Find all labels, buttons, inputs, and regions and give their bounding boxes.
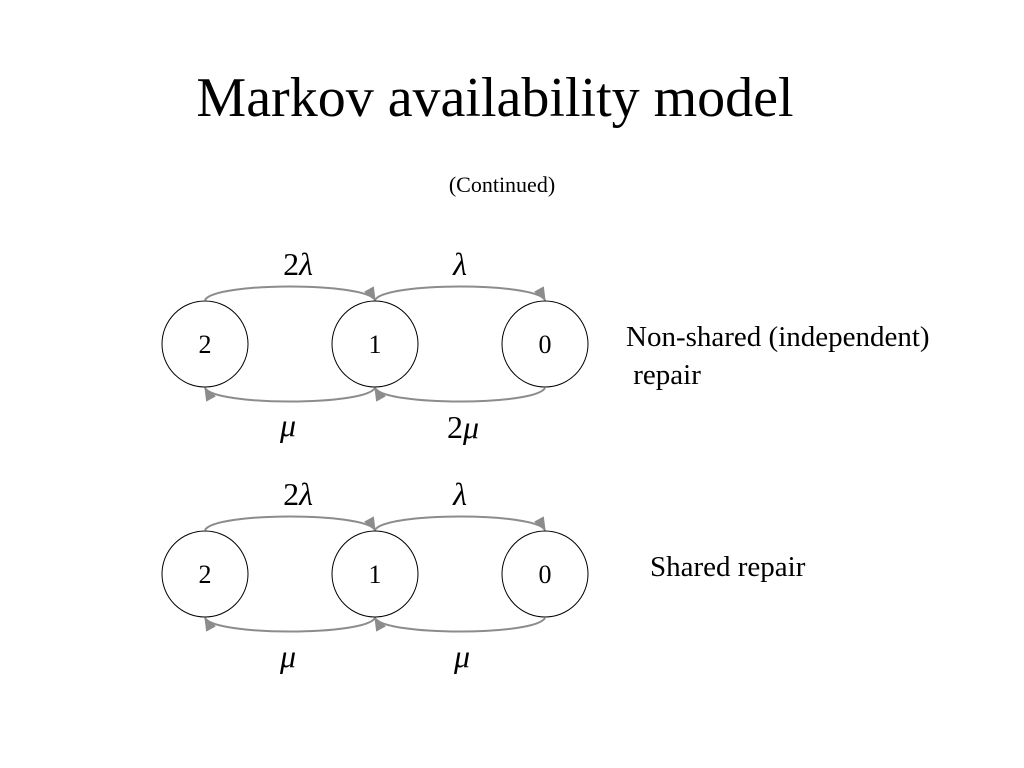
rate-coefficient: 2 (283, 476, 299, 512)
caption-non-shared-repair: Non-shared (independent) repair (626, 318, 930, 394)
state-label: 1 (369, 330, 382, 359)
arc-0-to-1 (374, 386, 546, 403)
rate-label-top: 2λ (283, 476, 313, 512)
state-node: 1 (331, 530, 419, 618)
rate-symbol: λ (452, 246, 467, 282)
slide-subtitle: (Continued) (448, 172, 556, 197)
rate-symbol: λ (298, 476, 313, 512)
state-label: 2 (199, 330, 212, 359)
diagram-non-shared: 2 1 0 2λ λ μ 2μ (161, 246, 589, 445)
rate-coefficient: 2 (283, 246, 299, 282)
arc-0-to-1 (374, 616, 546, 633)
rate-label-bottom: 2μ (447, 409, 479, 445)
rate-symbol: μ (279, 407, 296, 443)
rate-symbol: μ (279, 638, 296, 674)
arc-2-to-1 (204, 285, 376, 302)
arc-1-to-2 (204, 616, 376, 633)
state-node: 2 (161, 300, 249, 388)
rate-label-bottom: μ (279, 638, 296, 674)
state-label: 0 (539, 560, 552, 589)
rate-symbol: λ (298, 246, 313, 282)
arc-1-to-0 (374, 285, 546, 302)
caption-shared-repair: Shared repair (650, 548, 805, 586)
arc-2-to-1 (204, 515, 376, 532)
state-node: 2 (161, 530, 249, 618)
caption-line: Non-shared (independent) (626, 321, 930, 353)
rate-label-top: λ (452, 476, 467, 512)
state-label: 2 (199, 560, 212, 589)
state-label: 1 (369, 560, 382, 589)
state-label: 0 (539, 330, 552, 359)
caption-line: repair (626, 359, 701, 391)
state-node: 0 (501, 530, 589, 618)
diagram-shared: 2 1 0 2λ λ μ μ (161, 476, 589, 674)
rate-coefficient: 2 (447, 409, 463, 445)
state-node: 0 (501, 300, 589, 388)
arc-1-to-2 (204, 386, 376, 403)
rate-label-bottom: μ (453, 638, 470, 674)
rate-symbol: μ (453, 638, 470, 674)
rate-symbol: μ (462, 409, 479, 445)
rate-label-top: 2λ (283, 246, 313, 282)
slide-title: Markov availability model (196, 67, 794, 129)
arc-1-to-0 (374, 515, 546, 532)
rate-symbol: λ (452, 476, 467, 512)
rate-label-top: λ (452, 246, 467, 282)
rate-label-bottom: μ (279, 407, 296, 443)
state-node: 1 (331, 300, 419, 388)
caption-line: Shared repair (650, 551, 806, 583)
